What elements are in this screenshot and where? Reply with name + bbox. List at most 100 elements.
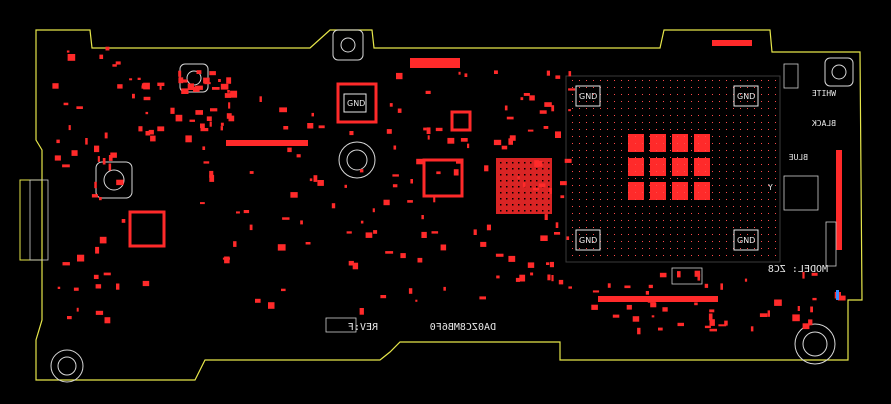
ram-dot (656, 178, 657, 179)
ram-dot (614, 115, 615, 116)
smd-part (268, 302, 275, 309)
ram-dot (663, 87, 664, 88)
ram-dot (775, 115, 776, 116)
ram-dot (733, 115, 734, 116)
ram-dot (663, 171, 664, 172)
gnd-markers (343, 85, 759, 251)
ram-dot (754, 255, 755, 256)
ram-dot (593, 136, 594, 137)
ram-dot (628, 115, 629, 116)
ram-dot (614, 150, 615, 151)
smd-part (76, 106, 83, 109)
smd-part (517, 176, 520, 179)
ram-dot (607, 206, 608, 207)
ram-dot (621, 255, 622, 256)
ram-dot (607, 94, 608, 95)
ram-dot (712, 192, 713, 193)
ram-dot (621, 227, 622, 228)
ram-dot (761, 192, 762, 193)
ram-dot (726, 213, 727, 214)
smd-part (624, 285, 631, 289)
silk-rev: REV:F (348, 322, 378, 333)
ram-dot (614, 185, 615, 186)
ram-dot (628, 255, 629, 256)
ram-dot (726, 199, 727, 200)
ram-dot (607, 129, 608, 130)
ram-dot (768, 157, 769, 158)
ram-dot (761, 129, 762, 130)
smd-part (509, 135, 516, 141)
smd-part (137, 77, 141, 80)
ram-pad (650, 182, 666, 200)
smd-part (704, 283, 709, 288)
ram-dot (572, 101, 573, 102)
bga-ball (530, 198, 532, 200)
ram-dot (754, 101, 755, 102)
smd-part (554, 232, 561, 235)
ram-dot (656, 143, 657, 144)
ram-dot (754, 185, 755, 186)
ram-dot (642, 185, 643, 186)
ram-dot (712, 234, 713, 235)
smd-part (67, 316, 72, 320)
ram-dot (586, 199, 587, 200)
ram-dot (579, 241, 580, 242)
ram-dot (747, 255, 748, 256)
bga-ball (542, 192, 544, 194)
ram-dot (698, 234, 699, 235)
ram-dot (614, 171, 615, 172)
smd-part (54, 155, 61, 161)
ram-dot (635, 185, 636, 186)
ram-dot (726, 234, 727, 235)
ram-dot (705, 213, 706, 214)
smd-part (493, 139, 502, 146)
ram-dot (705, 178, 706, 179)
ram-dot (593, 199, 594, 200)
smd-part (170, 107, 175, 114)
ram-dot (754, 122, 755, 123)
smd-part (718, 324, 727, 327)
ram-dot (775, 164, 776, 165)
ram-dot (670, 122, 671, 123)
ram-dot (691, 129, 692, 130)
smd-part (494, 70, 498, 74)
ram-dot (670, 157, 671, 158)
smd-part (529, 95, 535, 101)
smd-part (94, 181, 97, 189)
smd-part (112, 64, 117, 67)
ram-dot (628, 108, 629, 109)
ram-dot (775, 101, 776, 102)
smd-part (750, 326, 754, 332)
ram-dot (649, 234, 650, 235)
ram-dot (768, 150, 769, 151)
bga-ball (506, 162, 508, 164)
ram-dot (705, 171, 706, 172)
ram-dot (656, 150, 657, 151)
ram-dot (726, 87, 727, 88)
ram-dot (705, 136, 706, 137)
ram-dot (593, 101, 594, 102)
smd-part (230, 90, 238, 98)
ram-dot (593, 150, 594, 151)
ram-dot (635, 108, 636, 109)
smd-part (555, 75, 561, 79)
ram-dot (691, 108, 692, 109)
smd-part (568, 286, 572, 289)
smd-part (551, 105, 555, 112)
ram-dot (621, 94, 622, 95)
ram-dot (656, 213, 657, 214)
smd-part (200, 202, 205, 205)
smd-part (209, 71, 216, 76)
ram-dot (754, 234, 755, 235)
ram-dot (698, 227, 699, 228)
ram-dot (677, 234, 678, 235)
bga-ball (548, 168, 550, 170)
smd-part (458, 71, 461, 75)
smd-part (313, 175, 318, 182)
ram-dot (614, 248, 615, 249)
ram-dot (740, 115, 741, 116)
ram-dot (775, 178, 776, 179)
ram-dot (628, 241, 629, 242)
smd-part (523, 93, 530, 96)
